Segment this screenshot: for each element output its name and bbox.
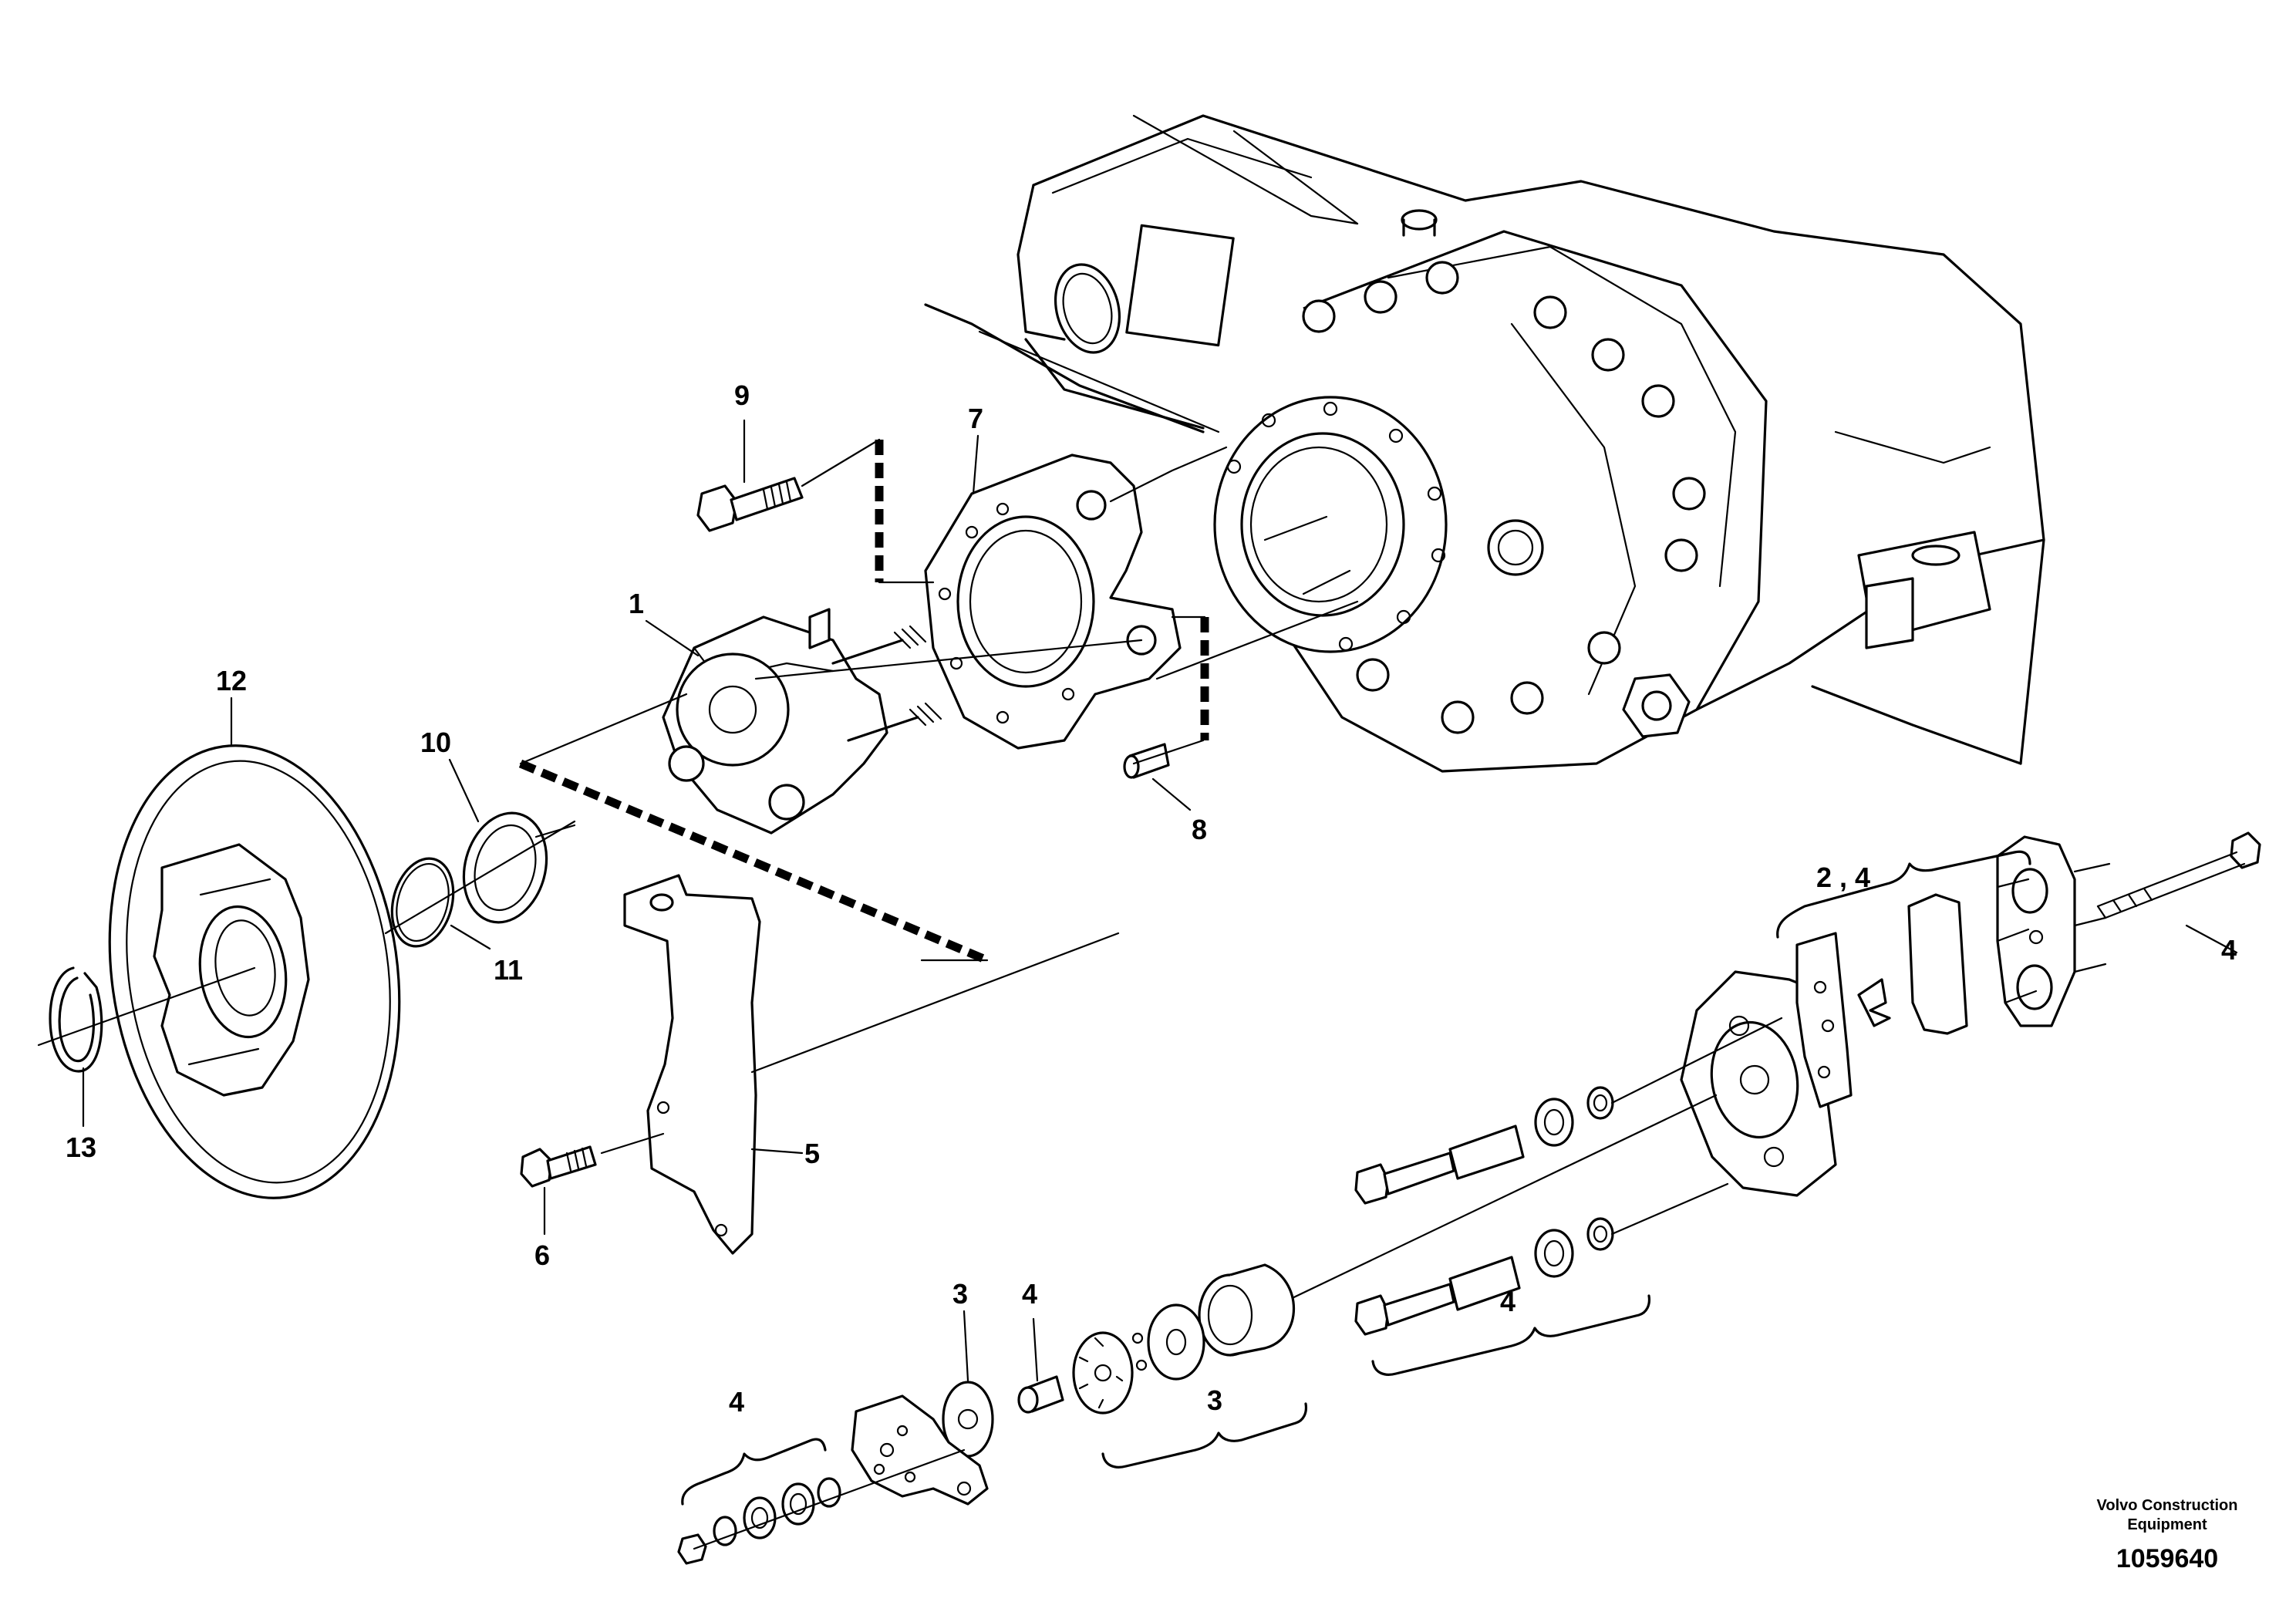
part-labels: 1 2 , 4 3 3 4 4 4 4 5 6 7 8 9 10 11 12 1… [66,379,2237,1418]
housing-bolts [1302,261,1706,734]
drawing-number: 1059640 [2116,1544,2218,1573]
slide-pins [1354,1017,1783,1336]
label-1: 1 [629,588,644,619]
label-9: 9 [734,379,750,411]
o-ring-part-11 [390,857,455,948]
breather-fitting [1401,209,1438,231]
label-2-4: 2 , 4 [1816,862,1870,893]
mounting-bracket-part-5 [623,874,761,1255]
seal-ring-part-10 [462,811,548,924]
footer: Volvo Construction Equipment 1059640 [2097,1497,2238,1573]
axle-housing [924,114,2045,773]
brake-disc-part-12 [108,744,401,1199]
label-13: 13 [66,1131,96,1163]
group-braces [681,850,2031,1506]
label-3-washer: 3 [952,1278,968,1310]
inspection-plate [1125,224,1235,347]
brand-line-2: Equipment [2127,1516,2207,1533]
label-8: 8 [1192,814,1207,845]
label-6: 6 [534,1239,550,1271]
flange-holes [1226,401,1446,652]
label-leaders [82,419,2238,1382]
label-4-spacer: 4 [1022,1278,1037,1310]
label-11: 11 [494,954,523,986]
brake-bracket-part-7 [924,454,1182,750]
dowel-pin-part-8 [1123,743,1170,779]
label-5: 5 [804,1138,820,1169]
bolt-part-6 [520,1145,597,1188]
label-10: 10 [420,727,451,758]
piston-assembly [677,1094,1718,1565]
brake-pad-inner [1795,932,1853,1108]
label-3-group: 3 [1207,1384,1222,1416]
circlip-part-13 [49,966,103,1073]
brand-line-1: Volvo Construction [2097,1497,2238,1514]
label-4-hardware: 4 [729,1386,744,1418]
caliper-housing-parts [1680,831,2261,1197]
dashed-assembly-lines [518,440,1209,965]
brake-pad-outer [1907,893,1968,1035]
label-12: 12 [216,665,247,696]
assembly-lines [37,438,1359,1155]
label-4-pins: 4 [1500,1286,1515,1317]
caliper-part-1 [662,608,942,835]
label-7: 7 [968,403,983,434]
bolt-part-9 [696,477,804,532]
pad-spring [1857,978,1891,1027]
label-4-bolt: 4 [2221,934,2237,966]
